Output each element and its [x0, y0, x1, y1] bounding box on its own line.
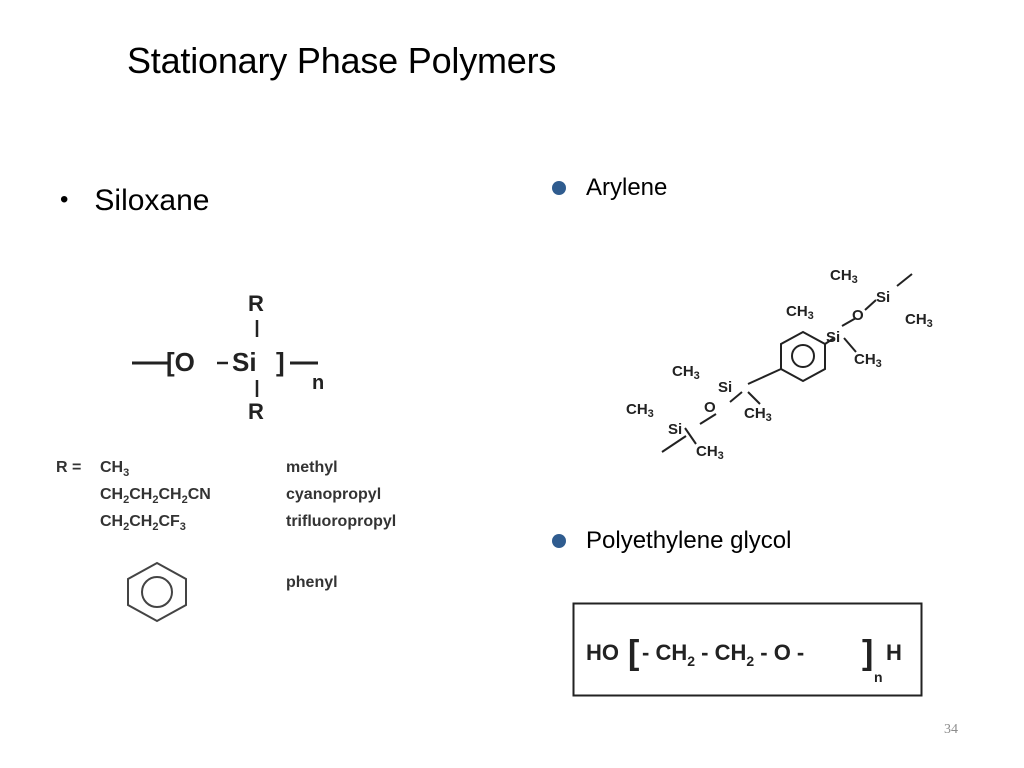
arylene-ch3-e: CH3 — [672, 363, 700, 382]
peg-label: Polyethylene glycol — [586, 527, 792, 554]
siloxane-n: n — [312, 372, 324, 394]
bullet-icon: • — [60, 186, 69, 213]
siloxane-si: Si — [232, 347, 257, 377]
arylene-si-d: Si — [668, 421, 682, 438]
bullet-icon — [552, 534, 566, 548]
arylene-label: Arylene — [586, 174, 668, 201]
siloxane-r-bottom: R — [248, 399, 264, 424]
peg-bracket-open: [ — [628, 634, 639, 672]
arylene-ch3-h: CH3 — [696, 443, 724, 462]
peg-n: n — [874, 669, 883, 685]
siloxane-structure: R [O Si ] n R — [132, 291, 324, 424]
peg-ho: HO — [586, 640, 619, 665]
substituent-list: R = CH3 methyl CH2CH2CH2CN cyanopropyl C… — [56, 455, 456, 605]
substituent-formula-cyanopropyl: CH2CH2CH2CN — [100, 486, 211, 506]
substituent-name-cyanopropyl: cyanopropyl — [286, 486, 381, 503]
substituent-formula-trifluoropropyl: CH2CH2CF3 — [100, 513, 186, 533]
siloxane-bullet: • Siloxane — [60, 184, 209, 218]
substituent-name-trifluoropropyl: trifluoropropyl — [286, 513, 396, 530]
peg-formula-box: HO [ - CH2 - CH2 - O - ] n H — [572, 602, 923, 697]
siloxane-bracket-o: [O — [166, 347, 195, 377]
bullet-icon — [552, 181, 566, 195]
peg-h: H — [886, 640, 902, 665]
arylene-si-b: Si — [826, 329, 840, 346]
arylene-ch3-a: CH3 — [830, 267, 858, 286]
arylene-structure: CH3 Si CH3 O CH3 Si CH3 CH3 Si CH3 O CH3… — [626, 267, 933, 462]
arylene-ch3-d: CH3 — [854, 351, 882, 370]
arylene-o-a: O — [852, 307, 864, 324]
siloxane-r-top: R — [248, 291, 264, 316]
arylene-si-a: Si — [876, 289, 890, 306]
arylene-o-b: O — [704, 399, 716, 416]
substituent-name-methyl: methyl — [286, 459, 338, 476]
slide-title: Stationary Phase Polymers — [127, 40, 557, 81]
slide-number: 34 — [944, 722, 958, 737]
phenyl-ring — [127, 561, 187, 623]
arylene-ch3-f: CH3 — [744, 405, 772, 424]
substituent-formula-methyl: CH3 — [100, 459, 129, 479]
r-equals: R = — [56, 459, 81, 476]
peg-body: - CH2 - CH2 - O - — [642, 640, 804, 669]
arylene-ch3-b: CH3 — [905, 311, 933, 330]
arylene-ch3-g: CH3 — [626, 401, 654, 420]
substituent-name-phenyl: phenyl — [286, 574, 338, 591]
siloxane-bracket-close: ] — [276, 347, 285, 377]
siloxane-label: Siloxane — [94, 184, 210, 217]
arylene-si-c: Si — [718, 379, 732, 396]
peg-bracket-close: ] — [862, 634, 873, 672]
arylene-ch3-c: CH3 — [786, 303, 814, 322]
